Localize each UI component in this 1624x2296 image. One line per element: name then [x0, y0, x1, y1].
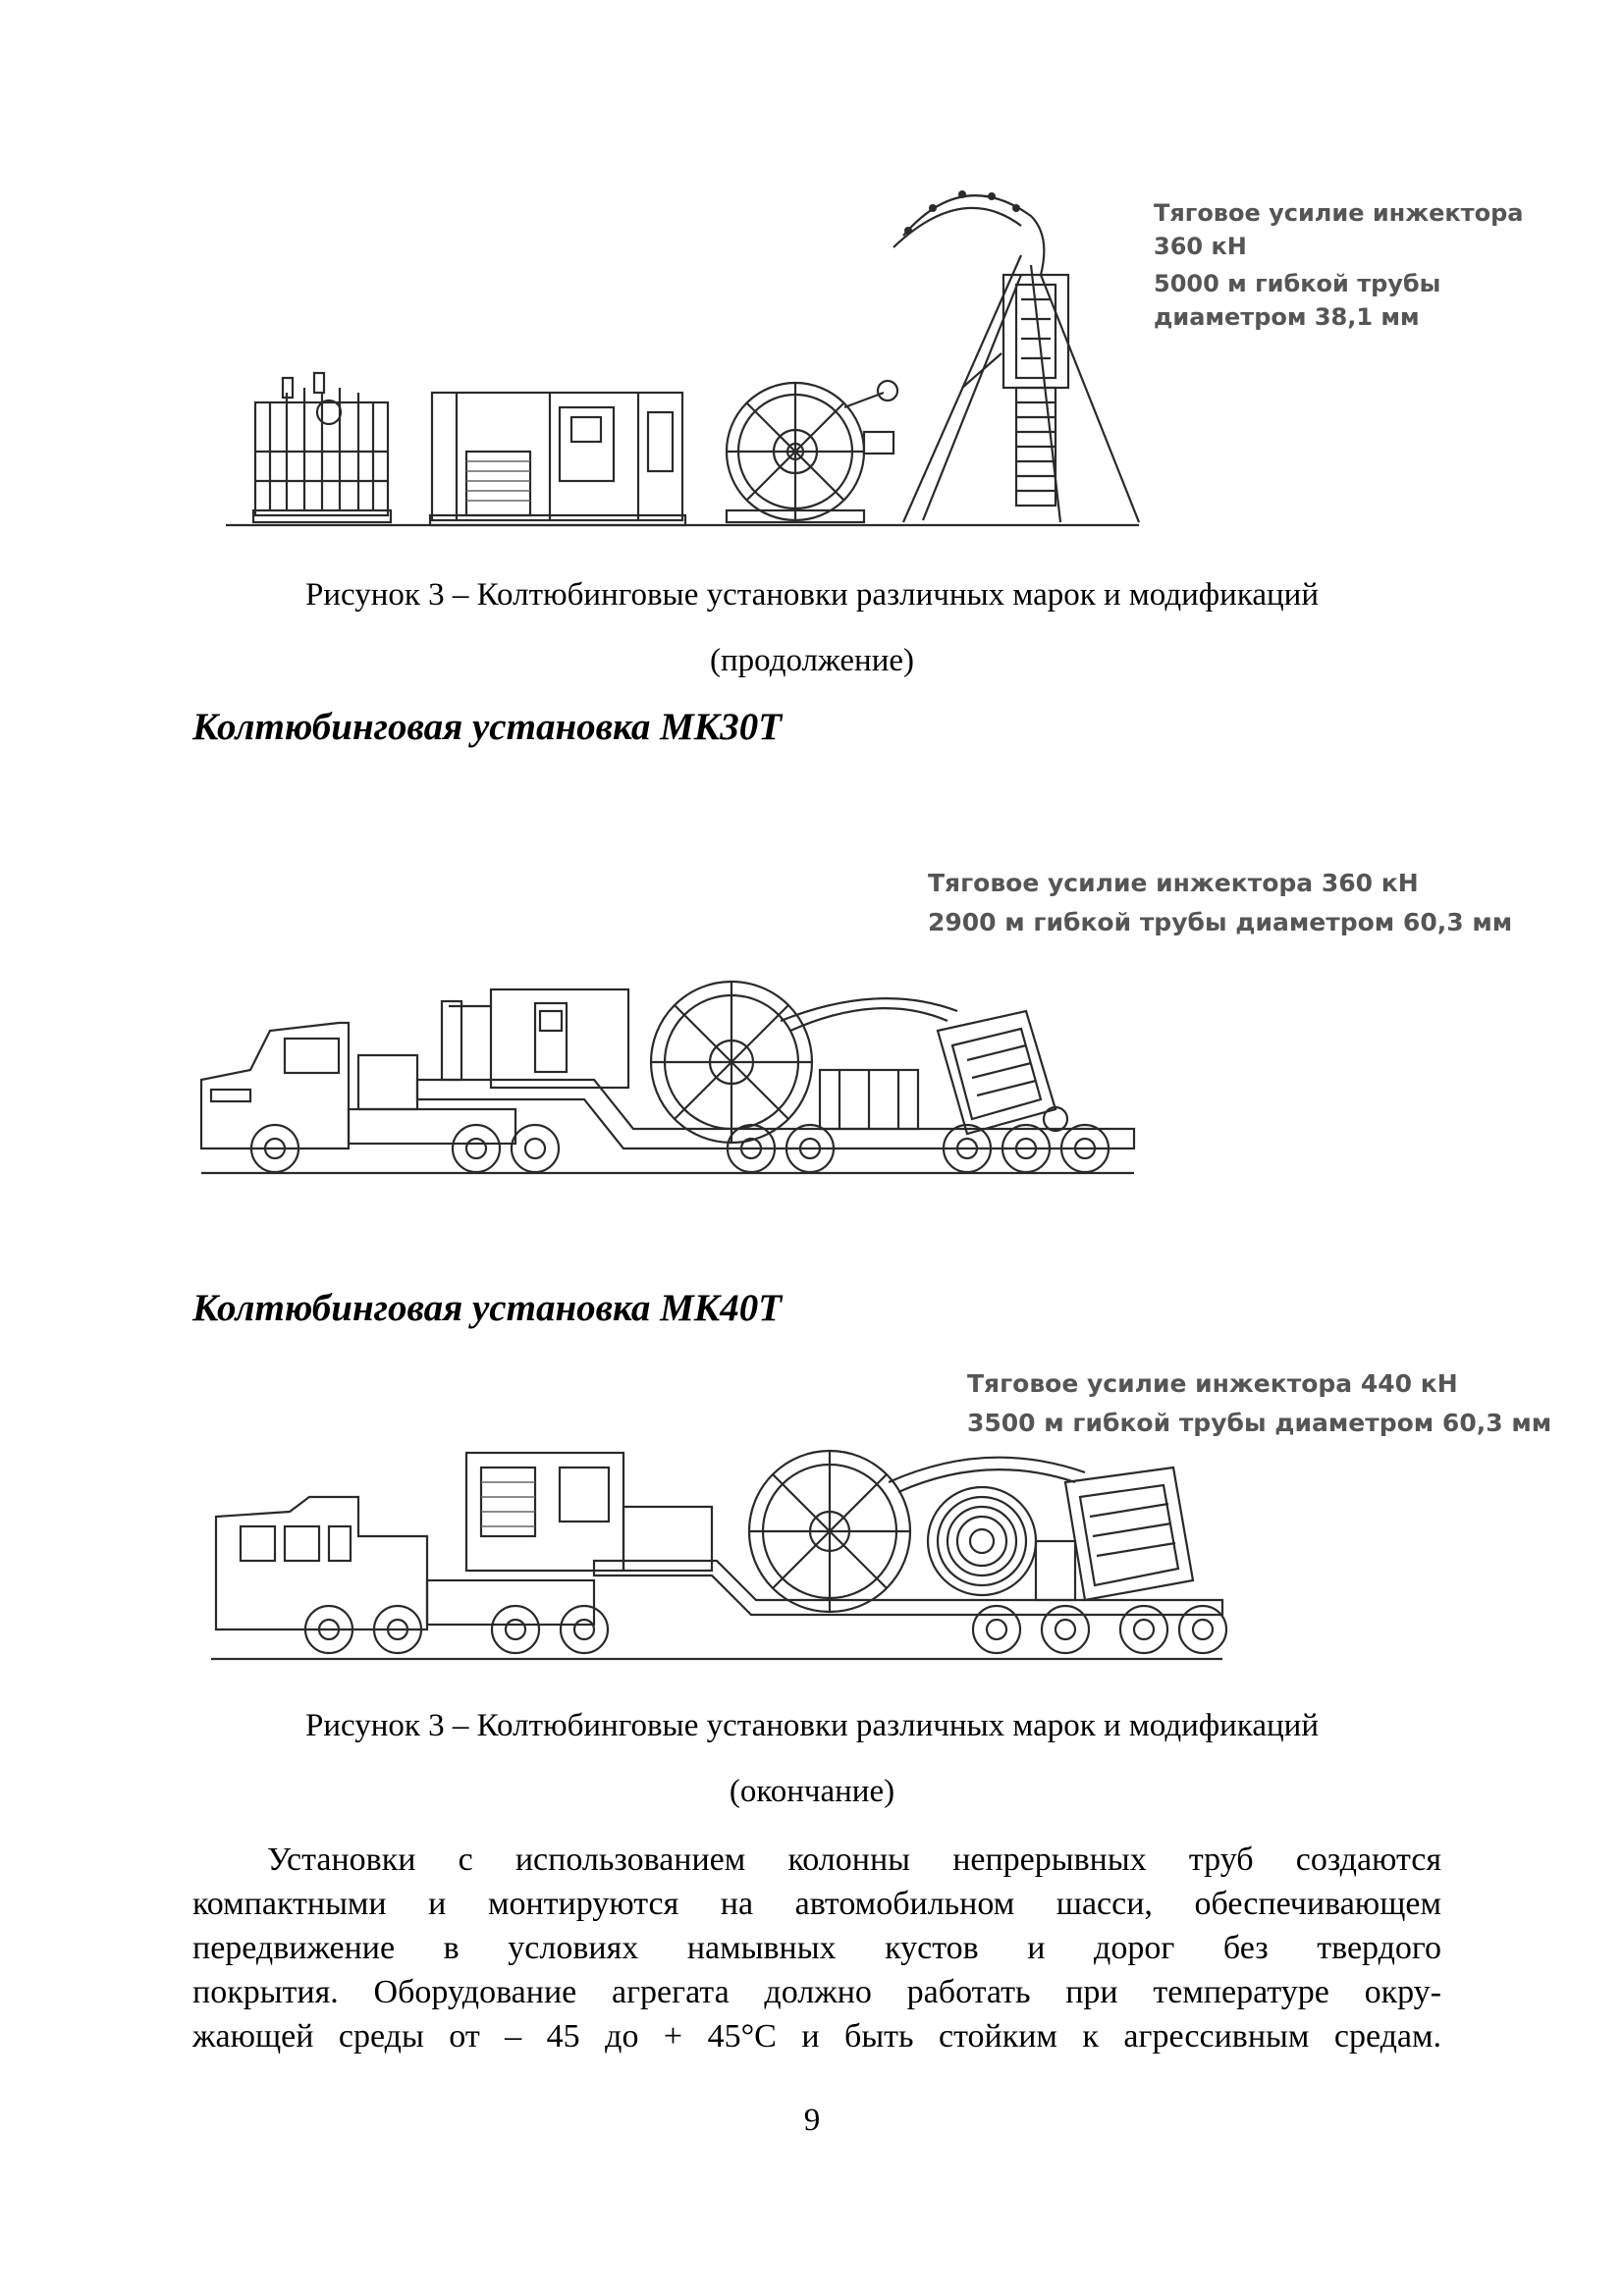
figure-top-specs: Тяговое усилие инжектора 360 кН 5000 м г…: [1154, 196, 1523, 334]
figure-skid-units-drawing: [226, 190, 1141, 527]
paragraph-line: жающей среды от – 45 до + 45°С и быть ст…: [192, 2018, 1441, 2055]
skid-unit-4-injector-mast: [893, 190, 1141, 523]
spec-text: Тяговое усилие инжектора: [1154, 199, 1524, 227]
spec-text: Тяговое усилие инжектора 440 кН: [967, 1369, 1458, 1398]
spec-text: 3500 м гибкой трубы диаметром 60,3 мм: [967, 1409, 1552, 1437]
paragraph-line: компактными и монтируются на автомобильн…: [192, 1886, 1441, 1922]
paragraph-line: передвижение в условиях намывных кустов …: [192, 1930, 1441, 1966]
section-heading-mk30t: Колтюбинговая установка МК30Т: [192, 706, 783, 748]
page-number: 9: [803, 2103, 821, 2138]
spec-text: диаметром 38,1 мм: [1154, 303, 1420, 331]
figure-caption: Рисунок 3 – Колтюбинговые установки разл…: [305, 577, 1319, 613]
mk40t-truck-drawing: [211, 1449, 1228, 1661]
paragraph-line: покрытия. Оборудование агрегата должно р…: [192, 1974, 1441, 2010]
mk30t-specs: Тяговое усилие инжектора 360 кН 2900 м г…: [928, 864, 1512, 942]
mk30t-truck-drawing: [199, 980, 1136, 1175]
spec-text: 5000 м гибкой трубы: [1154, 270, 1441, 297]
figure-caption-continuation: (продолжение): [710, 643, 914, 678]
mk40t-specs: Тяговое усилие инжектора 440 кН 3500 м г…: [967, 1364, 1551, 1443]
figure-caption-continuation: (окончание): [729, 1774, 895, 1809]
spec-text: Тяговое усилие инжектора 360 кН: [928, 869, 1419, 897]
figure-caption: Рисунок 3 – Колтюбинговые установки разл…: [305, 1708, 1319, 1743]
spec-text: 2900 м гибкой трубы диаметром 60,3 мм: [928, 908, 1513, 936]
skid-unit-3-reel: [725, 379, 899, 524]
paragraph-line: Установки с использованием колонны непре…: [267, 1842, 1441, 1878]
section-heading-mk40t: Колтюбинговая установка МК40Т: [192, 1287, 783, 1329]
spec-text: 360 кН: [1154, 233, 1247, 260]
body-paragraph: Установки с использованием колонны непре…: [192, 1838, 1441, 2058]
skid-unit-1: [251, 371, 393, 524]
skid-unit-2: [428, 391, 687, 527]
